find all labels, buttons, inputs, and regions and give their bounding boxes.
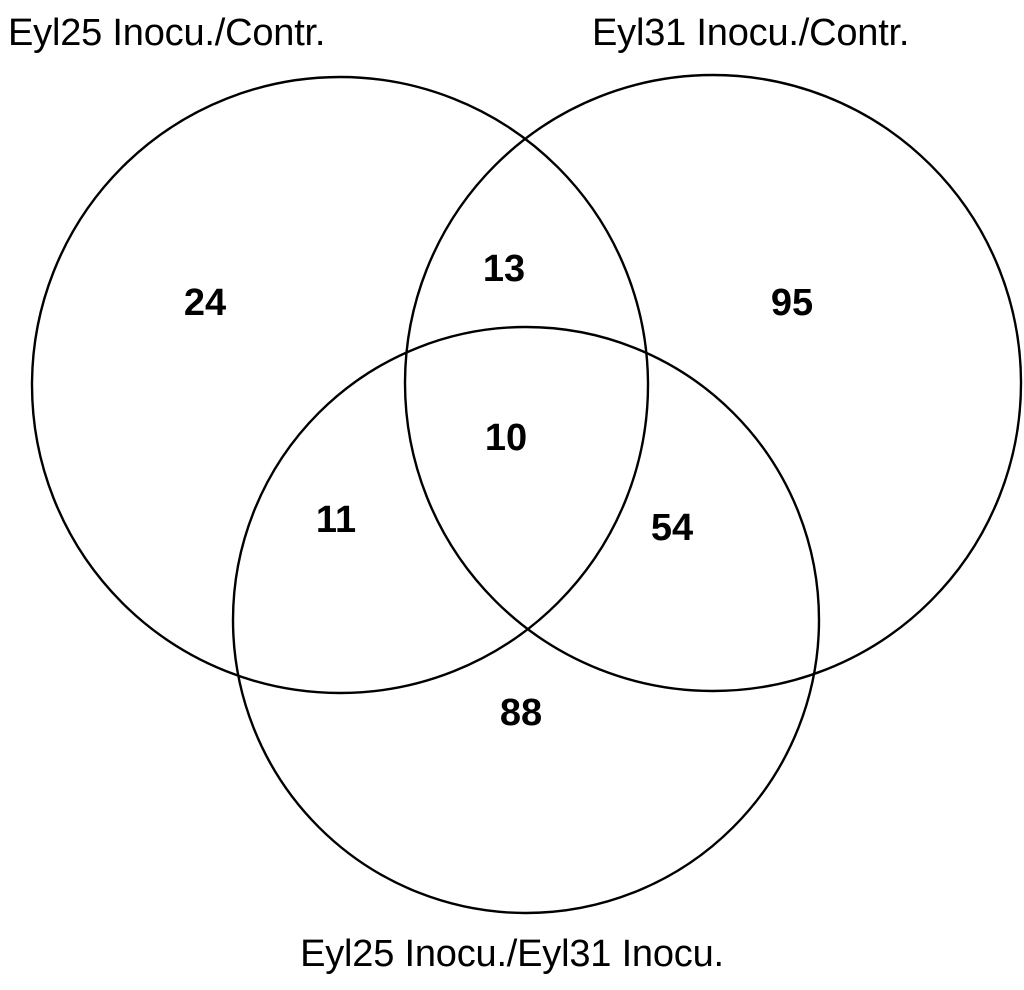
- region-count-a-only: 24: [183, 282, 227, 324]
- region-count-c-only: 88: [499, 692, 543, 734]
- venn-circle-set-c: [231, 325, 821, 915]
- venn-circle-set-a: [30, 75, 650, 695]
- region-count-a-and-c: 11: [315, 499, 357, 541]
- region-count-b-and-c: 54: [650, 507, 694, 549]
- region-count-a-and-b: 13: [482, 248, 526, 290]
- region-count-a-and-b-and-c: 10: [484, 417, 528, 459]
- set-label-top-right: Eyl31 Inocu./Contr.: [592, 12, 910, 54]
- set-label-top-left: Eyl25 Inocu./Contr.: [8, 12, 326, 54]
- set-label-bottom: Eyl25 Inocu./Eyl31 Inocu.: [300, 933, 724, 975]
- venn-circle-set-b: [403, 73, 1023, 693]
- region-count-b-only: 95: [770, 282, 814, 324]
